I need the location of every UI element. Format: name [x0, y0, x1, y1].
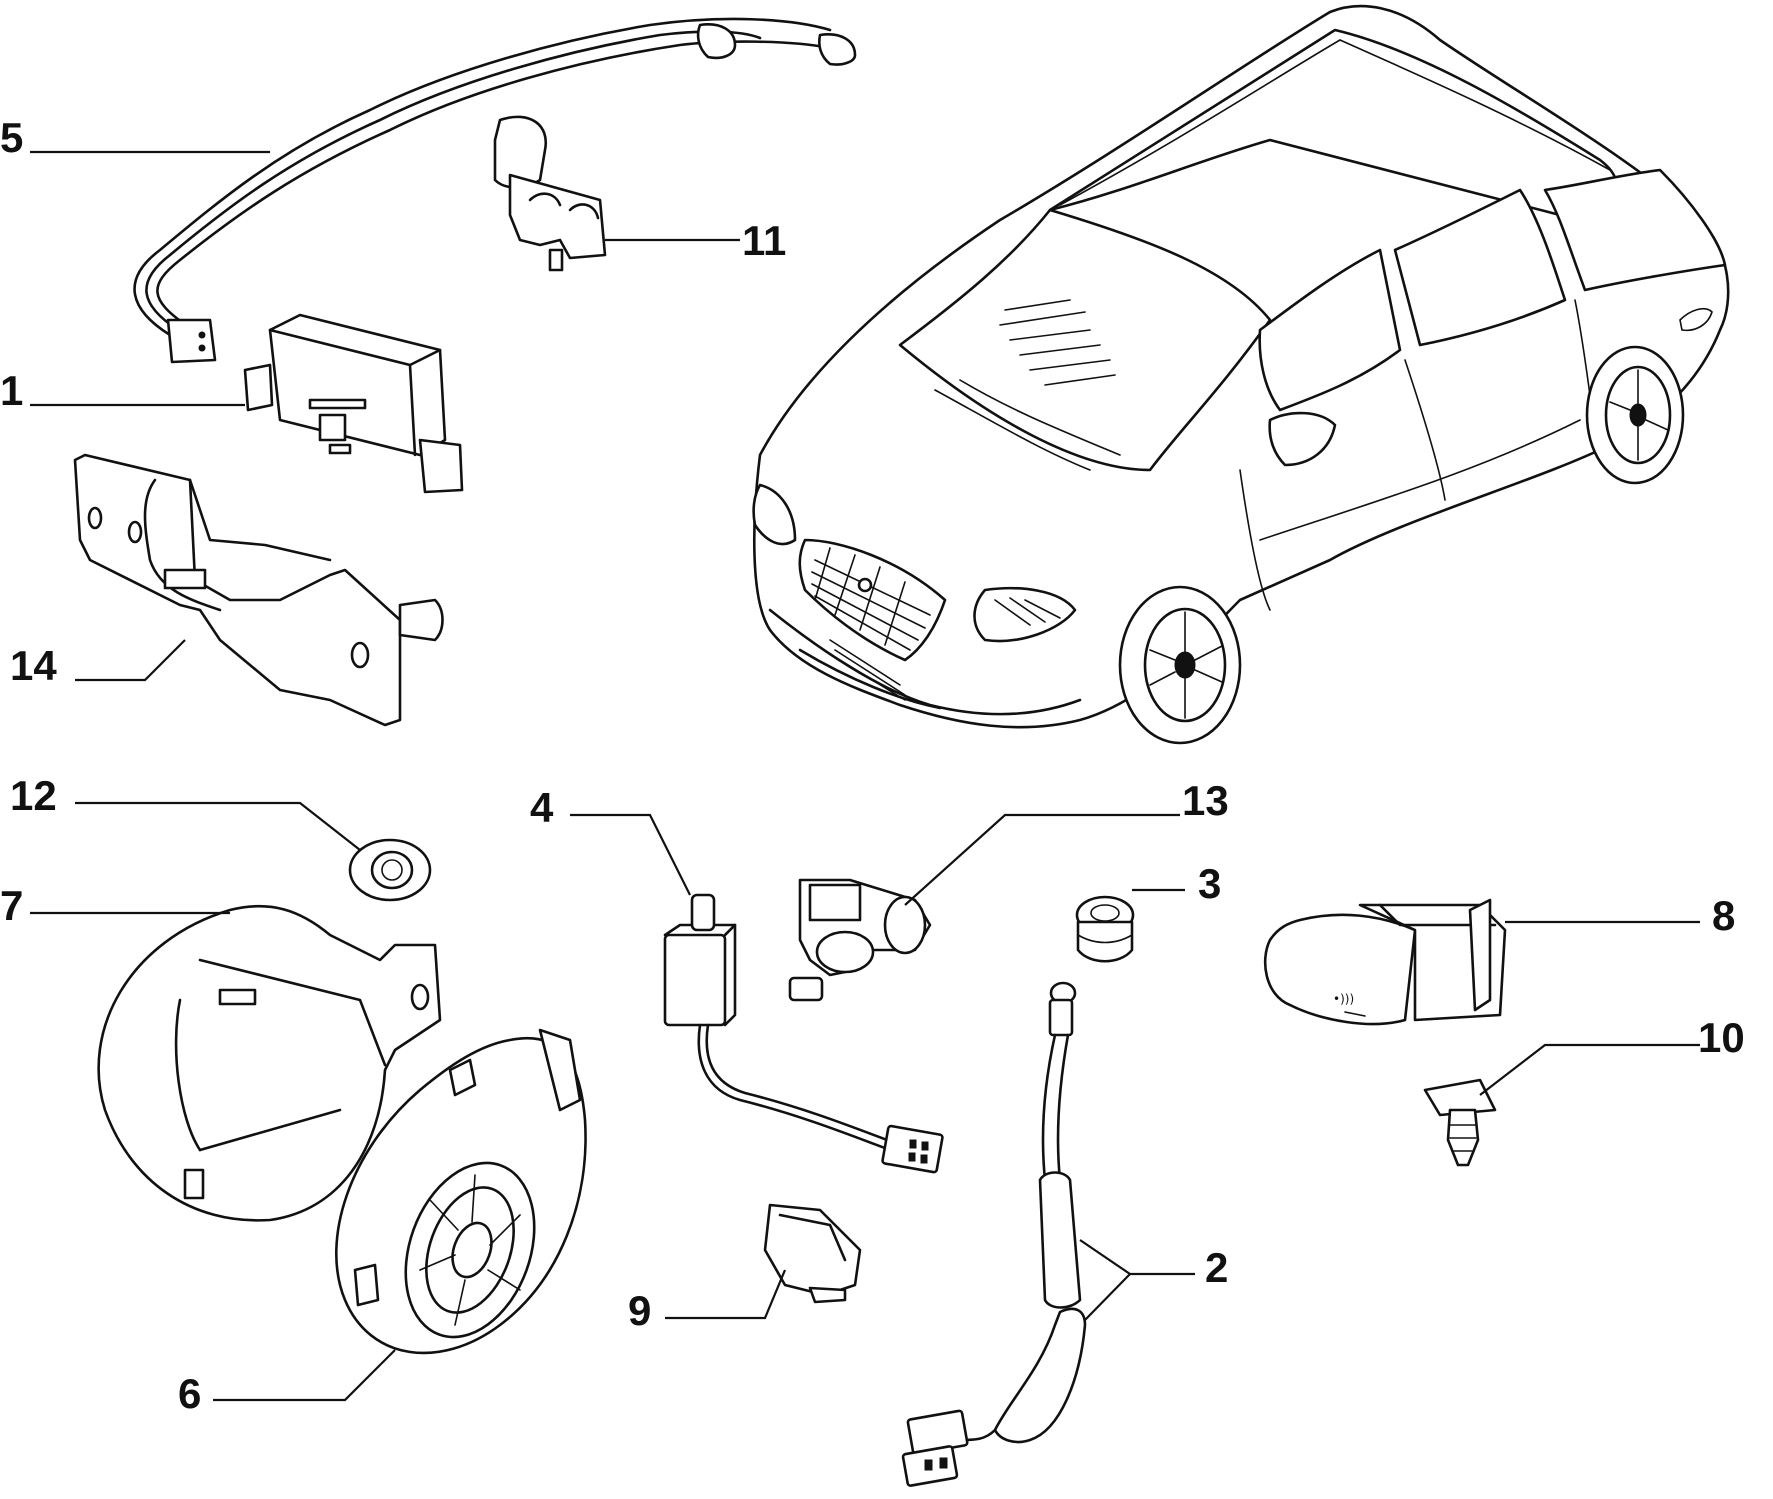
leader-2b: [1084, 1273, 1131, 1321]
part-1-control-unit: [243, 313, 464, 494]
part-6-siren: [335, 1028, 587, 1355]
leader-2: [1079, 1239, 1195, 1276]
part-8-switch: •))): [1263, 898, 1507, 1026]
leader-10: [1479, 1043, 1700, 1096]
callout-1: 1: [0, 367, 23, 414]
part-10-push-clip: [1423, 1078, 1497, 1167]
part-7-cover: [97, 904, 442, 1222]
part-14-bracket: [73, 453, 444, 727]
leader-12: [75, 801, 361, 851]
part-12-grommet: [348, 838, 432, 902]
part-3-plug: [1075, 895, 1135, 963]
callout-10: 10: [1698, 1014, 1745, 1061]
callout-labels: 5 1 14 11 12 7 6 4 13 3 8 10 9 2: [0, 114, 1745, 1417]
callout-6: 6: [178, 1370, 201, 1417]
part-4-sensor: [663, 893, 944, 1174]
leader-13: [904, 813, 1180, 906]
callout-7: 7: [0, 882, 23, 929]
callout-9: 9: [628, 1287, 651, 1334]
switch-symbol: •))): [1333, 992, 1354, 1006]
leader-lines: [30, 150, 1700, 1402]
leader-14: [75, 639, 186, 682]
callout-3: 3: [1198, 860, 1221, 907]
leader-6: [213, 1349, 396, 1402]
part-2-cable-sensor: [901, 981, 1087, 1487]
part-13-sensor: [788, 878, 932, 1002]
callout-4: 4: [530, 784, 554, 831]
part-11-clip: [493, 115, 607, 272]
part-5-harness: [133, 17, 857, 364]
leader-9: [665, 1269, 787, 1320]
callout-13: 13: [1182, 777, 1229, 824]
callout-14: 14: [10, 642, 57, 689]
callout-11: 11: [742, 217, 786, 264]
vehicle-illustration: [752, 4, 1730, 745]
callout-5: 5: [0, 114, 23, 161]
callout-2: 2: [1205, 1244, 1228, 1291]
callout-12: 12: [10, 772, 57, 819]
part-9-clip: [763, 1203, 862, 1304]
callout-8: 8: [1712, 892, 1735, 939]
leader-4: [570, 813, 691, 896]
